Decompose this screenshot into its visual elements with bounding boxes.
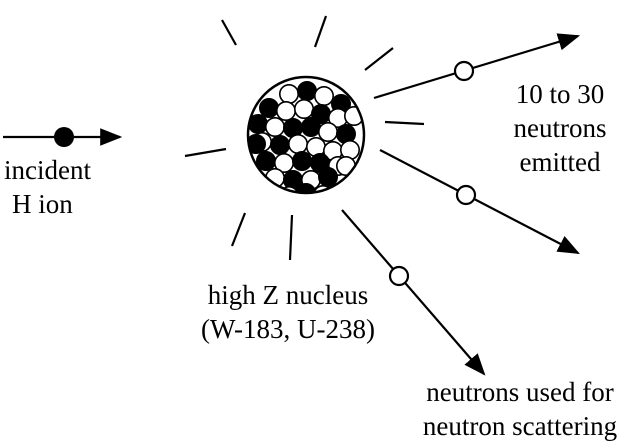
incident-ion	[3, 127, 123, 147]
incident-label-line2: H ion	[12, 189, 73, 219]
nucleus-outline	[246, 75, 366, 195]
neutron	[278, 84, 299, 105]
emitted-label-line2: neutrons	[514, 113, 607, 143]
emitted-arrow-lower	[379, 149, 580, 255]
emitted-neutron-lower	[455, 184, 477, 206]
incident-label-line1: incident	[4, 155, 91, 185]
proton	[317, 167, 338, 188]
proton	[300, 117, 321, 138]
neutron	[264, 117, 285, 138]
burst-line	[230, 212, 247, 247]
burst-line	[288, 214, 294, 261]
neutron	[293, 99, 314, 120]
used-label-line1: neutrons used for	[426, 377, 613, 407]
nucleons	[248, 81, 364, 193]
proton	[258, 98, 279, 119]
neutron	[275, 101, 296, 122]
neutron	[335, 156, 356, 177]
burst-line	[384, 120, 425, 126]
scattering-arrow	[341, 209, 486, 376]
nucleus-label-line1: high Z nucleus	[208, 280, 368, 310]
proton	[269, 135, 290, 156]
proton	[291, 151, 312, 172]
incident-particle	[54, 127, 74, 147]
burst-line	[313, 15, 328, 48]
neutron	[317, 122, 338, 143]
burst-lines	[184, 15, 425, 261]
burst-line	[364, 47, 394, 71]
proton	[296, 81, 317, 102]
emitted-arrow-upper	[373, 33, 581, 100]
used-label-line2: neutron scattering	[423, 411, 617, 441]
emitted-neutron-upper	[453, 60, 475, 82]
proton	[248, 134, 267, 155]
scattering-neutron	[388, 265, 410, 287]
neutron	[313, 86, 334, 107]
nucleus	[246, 75, 366, 195]
emitted-label-line1: 10 to 30	[516, 79, 605, 109]
neutron	[287, 134, 308, 155]
burst-line	[184, 147, 227, 158]
labels: incident H ion 10 to 30 neutrons emitted…	[4, 79, 617, 441]
proton	[295, 183, 316, 193]
burst-line	[221, 19, 237, 46]
nucleus-label-line2: (W-183, U-238)	[201, 314, 375, 344]
emitted-label-line3: emitted	[520, 147, 601, 177]
proton	[255, 151, 276, 172]
emitted-neutrons	[341, 33, 581, 376]
